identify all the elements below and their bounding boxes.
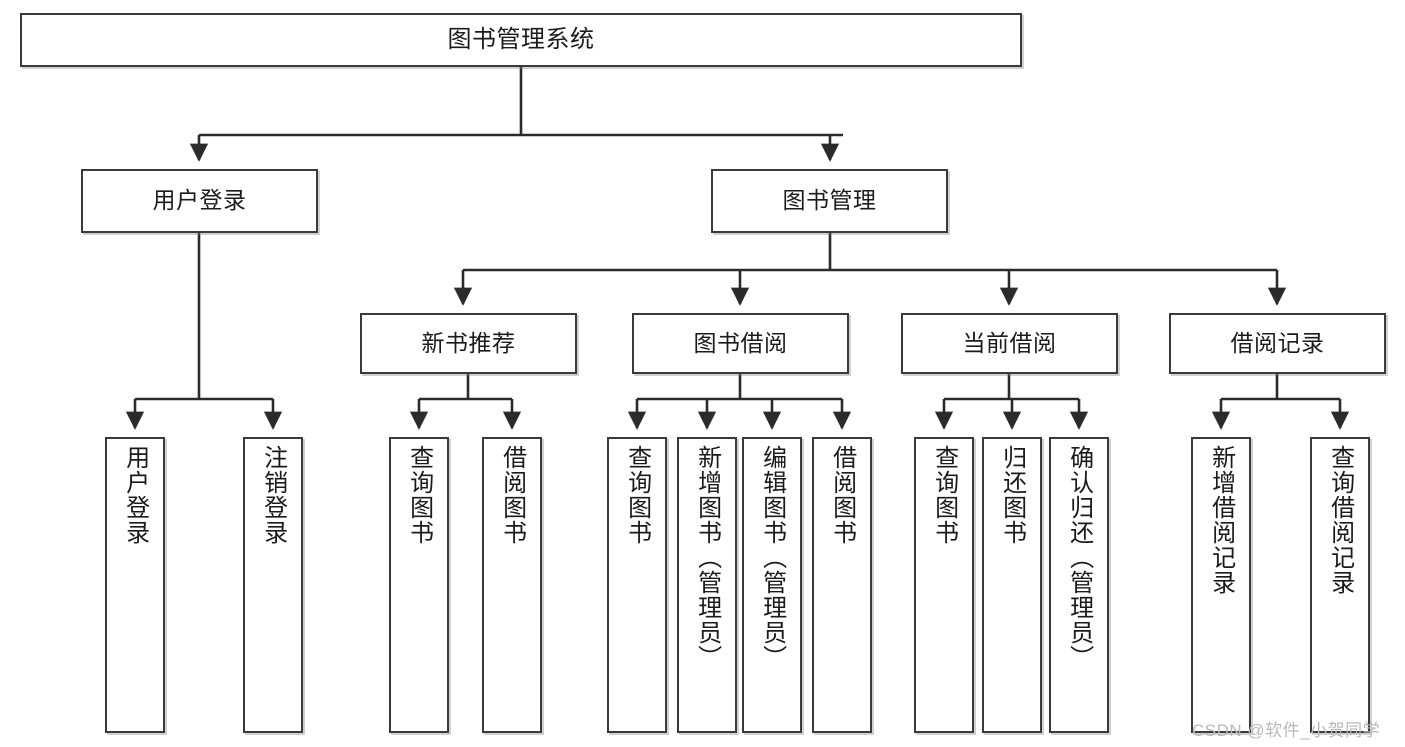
node-label: 借阅图书 [828, 445, 856, 545]
node-label: 注销登录 [259, 445, 287, 545]
node-label: 新书推荐 [421, 329, 516, 356]
node-label: 图书管理 [782, 187, 877, 214]
node-label: 新增图书（管理员） [693, 445, 721, 670]
leaf-current-confirm-return-admin[interactable]: 确认归还（管理员） [1049, 437, 1109, 733]
node-label: 图书借阅 [693, 329, 788, 356]
leaf-current-query-book[interactable]: 查询图书 [914, 437, 974, 733]
node-root-system[interactable]: 图书管理系统 [20, 13, 1022, 67]
node-label: 查询图书 [930, 445, 958, 545]
node-current-borrow[interactable]: 当前借阅 [901, 313, 1118, 374]
leaf-user-login-signin[interactable]: 用户登录 [105, 437, 165, 733]
leaf-borrow-query-book[interactable]: 查询图书 [607, 437, 667, 733]
node-user-login[interactable]: 用户登录 [81, 169, 318, 233]
node-new-book-recommend[interactable]: 新书推荐 [360, 313, 577, 374]
leaf-record-query-borrow-record[interactable]: 查询借阅记录 [1310, 437, 1370, 733]
node-label: 当前借阅 [962, 329, 1057, 356]
node-label: 编辑图书（管理员） [758, 445, 786, 670]
csdn-watermark: CSDN @软件_小贺同学 [1192, 721, 1381, 740]
node-label: 新增借阅记录 [1207, 445, 1235, 595]
leaf-borrow-edit-book-admin[interactable]: 编辑图书（管理员） [742, 437, 802, 733]
node-book-management[interactable]: 图书管理 [711, 169, 948, 233]
node-borrow-record[interactable]: 借阅记录 [1169, 313, 1386, 374]
node-label: 借阅记录 [1230, 329, 1325, 356]
leaf-user-login-signout[interactable]: 注销登录 [243, 437, 303, 733]
leaf-record-add-borrow-record[interactable]: 新增借阅记录 [1191, 437, 1251, 733]
node-label: 查询借阅记录 [1326, 445, 1354, 595]
node-book-borrow[interactable]: 图书借阅 [632, 313, 849, 374]
leaf-borrow-add-book-admin[interactable]: 新增图书（管理员） [677, 437, 737, 733]
node-label: 归还图书 [998, 445, 1026, 545]
node-label: 用户登录 [152, 187, 247, 214]
node-label: 查询图书 [405, 445, 433, 545]
node-label: 用户登录 [121, 445, 149, 545]
node-label: 查询图书 [623, 445, 651, 545]
leaf-borrow-borrow-book[interactable]: 借阅图书 [812, 437, 872, 733]
node-label: 借阅图书 [498, 445, 526, 545]
node-label: 图书管理系统 [447, 25, 595, 53]
leaf-current-return-book[interactable]: 归还图书 [982, 437, 1042, 733]
node-label: 确认归还（管理员） [1065, 445, 1093, 670]
leaf-recommend-query-book[interactable]: 查询图书 [389, 437, 449, 733]
leaf-recommend-borrow-book[interactable]: 借阅图书 [482, 437, 542, 733]
